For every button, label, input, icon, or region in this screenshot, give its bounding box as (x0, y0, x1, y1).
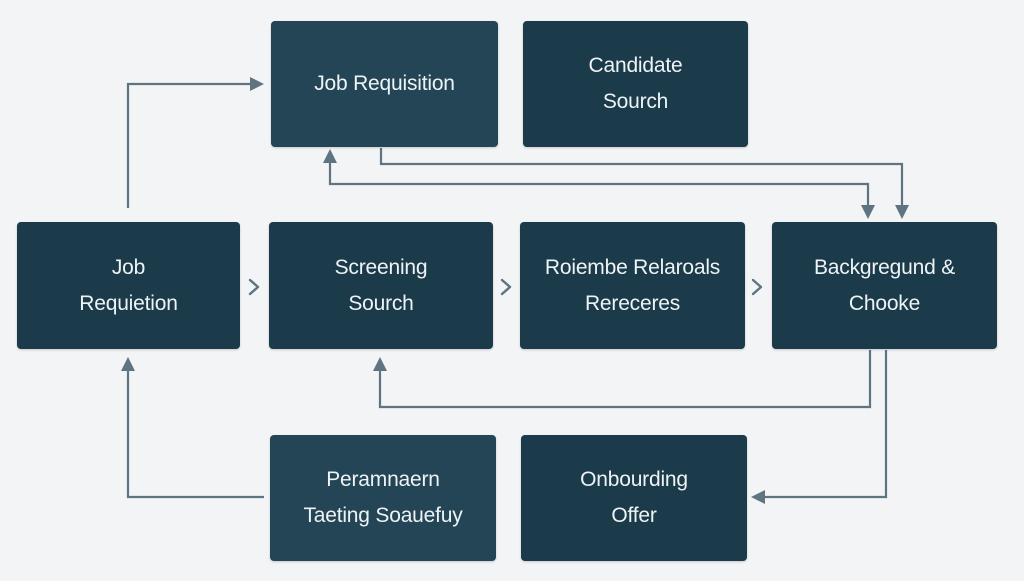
node-label-line: Sourch (348, 291, 414, 315)
node-label-line: Candidate (588, 54, 683, 77)
node-job-requisition-top: Job Requisition (271, 21, 498, 147)
chevron-right-icon (248, 278, 260, 296)
node-label-line: Roiembe Relaroals (544, 255, 721, 279)
node-label: Job Requisition (304, 66, 465, 102)
node-label-line: Job Requisition (314, 72, 455, 95)
node-label-line: Backgregund & (814, 255, 955, 279)
node-permanent-staffing: Peramnaern Taeting Soauefuy (270, 435, 496, 561)
node-label: Onbourding Offer (570, 462, 698, 534)
node-label-line: Peramnaern (326, 468, 440, 491)
connector-permanent-to-job-requisition-left (126, 370, 264, 499)
node-label: Backgregund & Chooke (804, 250, 965, 322)
connector-background-to-onboarding (765, 350, 888, 499)
node-job-requisition-left: Job Requietion (17, 222, 240, 349)
node-screening-search: Screening Sourch (269, 222, 493, 349)
node-candidate-source: Candidate Sourch (523, 21, 748, 147)
arrowhead-into-job-requisition-top (250, 77, 264, 91)
arrowhead-into-screening (373, 357, 387, 371)
node-referrals: Roiembe Relaroals Rereceres (520, 222, 745, 349)
node-label: Peramnaern Taeting Soauefuy (293, 462, 472, 534)
node-label: Candidate Sourch (579, 48, 693, 120)
node-onboarding-offer: Onbourding Offer (521, 435, 747, 561)
node-label-line: Rereceres (584, 291, 681, 315)
connector-top-to-background-left (328, 162, 870, 206)
connector-left-up-to-top (126, 82, 250, 208)
arrowhead-into-job-requisition-left (121, 357, 135, 371)
node-label-line: Sourch (602, 90, 669, 113)
node-label: Roiembe Relaroals Rereceres (535, 250, 730, 322)
node-label-line: Requietion (79, 291, 178, 315)
arrowhead-into-job-requisition-bottom (323, 149, 337, 163)
arrowhead-into-background-left (861, 205, 875, 219)
chevron-right-icon (500, 278, 512, 296)
chevron-right-icon (751, 278, 763, 296)
connector-top-to-background-right (379, 148, 904, 206)
node-label-line: Taeting Soauefuy (303, 504, 463, 527)
node-label-line: Onbourding (580, 468, 688, 491)
node-label-line: Offer (611, 504, 657, 527)
connector-background-to-screening (378, 350, 872, 409)
arrowhead-into-onboarding (751, 490, 765, 504)
node-label-line: Job (111, 255, 146, 279)
node-label-line: Screening (334, 255, 428, 279)
node-background-check: Backgregund & Chooke (772, 222, 997, 349)
node-label: Job Requietion (69, 250, 187, 322)
node-label: Screening Sourch (325, 250, 438, 322)
arrowhead-into-background-right (895, 205, 909, 219)
node-label-line: Chooke (848, 291, 921, 315)
